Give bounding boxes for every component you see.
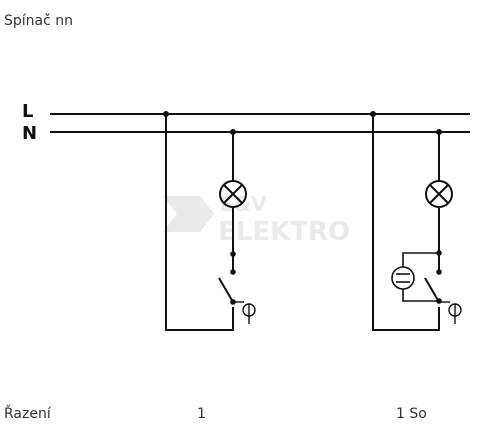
footer-label: Řazení bbox=[4, 406, 51, 422]
footer-circuit-1: 1 bbox=[197, 406, 206, 422]
capacitor-icon bbox=[391, 252, 439, 302]
lamp-icon bbox=[425, 180, 453, 208]
footer-circuit-2: 1 So bbox=[396, 406, 427, 422]
bus-label-l: L bbox=[22, 101, 34, 122]
watermark-bottom-text: ELEKTRO bbox=[218, 217, 350, 247]
switch-icon bbox=[424, 277, 440, 303]
switch-icon bbox=[218, 277, 234, 303]
pushbutton-icon bbox=[234, 301, 256, 324]
pushbutton-icon bbox=[440, 301, 462, 324]
bus-label-n: N bbox=[22, 123, 38, 144]
diagram-title: Spínač nn bbox=[4, 13, 74, 29]
watermark-top-text: E&V bbox=[220, 192, 267, 216]
junction-dots bbox=[163, 111, 442, 305]
circuit-2 bbox=[372, 114, 462, 331]
watermark: E&V ELEKTRO bbox=[163, 192, 350, 247]
watermark-logo-icon bbox=[163, 196, 214, 232]
